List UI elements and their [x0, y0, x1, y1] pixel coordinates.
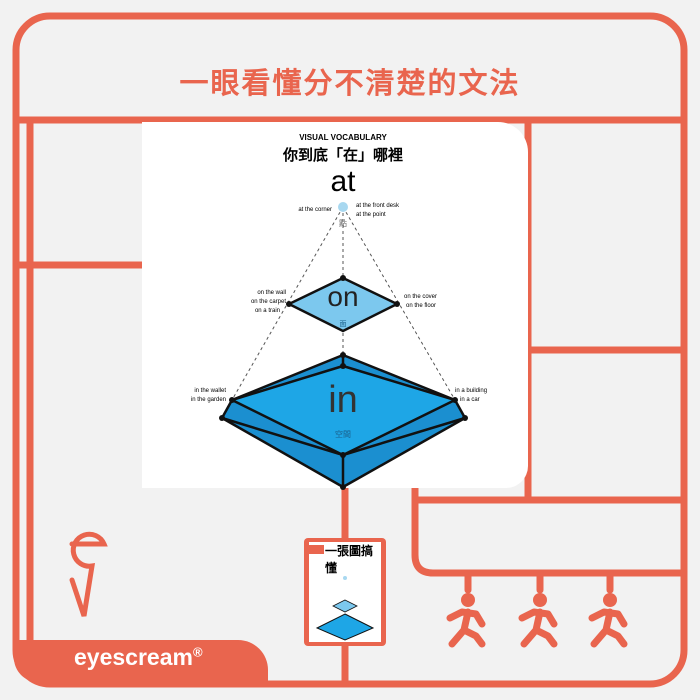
heading: 你到底「在」哪裡	[282, 146, 403, 164]
kicker: VISUAL VOCABULARY	[299, 133, 387, 142]
runner-icon	[588, 593, 628, 648]
on-plane	[286, 276, 400, 333]
magazine-badge	[309, 545, 324, 554]
magazine-cover[interactable]: 一張圖搞懂	[304, 538, 386, 646]
in-example: in a car	[460, 397, 480, 403]
at-point	[338, 202, 348, 212]
in-word: in	[328, 379, 358, 421]
on-example: on the wall	[257, 290, 286, 296]
on-example: on the carpet	[251, 299, 286, 305]
magazine-diagram-thumb	[315, 576, 375, 641]
in-example: in a building	[455, 388, 487, 394]
brand-bar: eyescream®	[14, 640, 268, 682]
in-example: in the garden	[191, 397, 226, 403]
at-example: at the point	[356, 212, 386, 218]
at-example: at the corner	[298, 207, 332, 213]
at-example: at the front desk	[356, 203, 400, 209]
runner-icon	[518, 593, 558, 648]
at-label: 點	[339, 218, 347, 228]
in-label: 空間	[335, 429, 351, 439]
magazine-title: 一張圖搞懂	[325, 544, 374, 575]
page-title: 一眼看懂分不清楚的文法	[179, 66, 521, 100]
on-example: on the cover	[404, 294, 437, 300]
on-word: on	[327, 281, 358, 312]
runner-icon	[446, 593, 486, 648]
brand-name: eyescream	[74, 644, 193, 670]
on-label: 面	[340, 320, 347, 328]
at-word: at	[330, 165, 356, 198]
in-example: in the wallet	[194, 388, 226, 394]
on-example: on the floor	[406, 303, 436, 309]
on-example: on a train	[255, 308, 280, 314]
registered-mark: ®	[192, 644, 203, 660]
eyescream-logo-icon	[69, 531, 108, 617]
